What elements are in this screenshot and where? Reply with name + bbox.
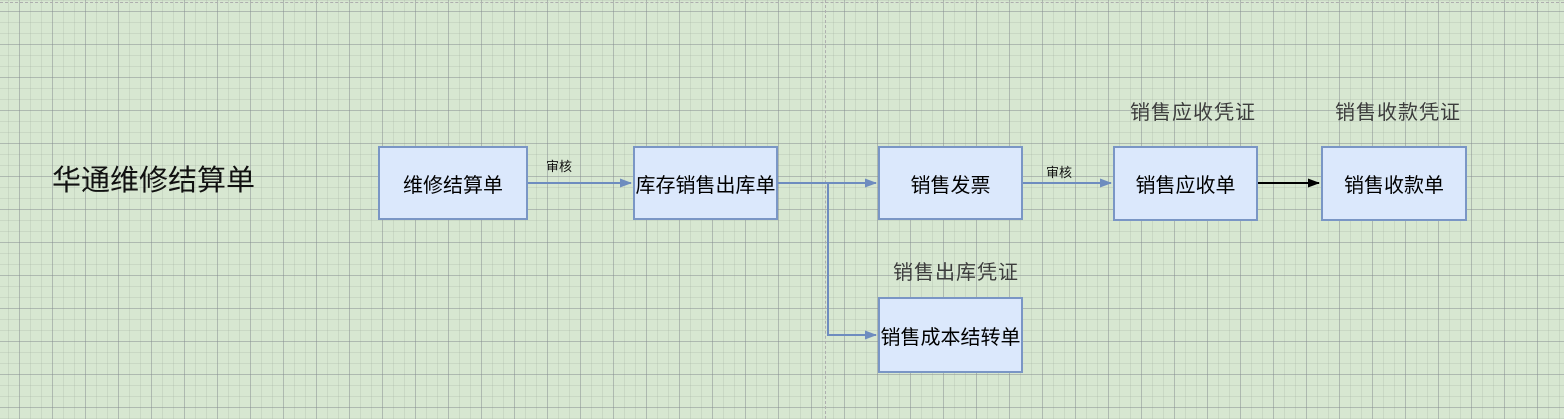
node-sales-receivable[interactable]: 销售应收单	[1113, 146, 1258, 221]
page-boundary-vertical	[825, 0, 826, 419]
node-sales-receipt[interactable]: 销售收款单	[1321, 146, 1467, 221]
caption-sales-receipt-voucher[interactable]: 销售收款凭证	[1335, 102, 1461, 124]
node-sales-cost-transfer[interactable]: 销售成本结转单	[878, 297, 1023, 373]
edge-label-audit-1[interactable]: 审核	[545, 159, 573, 174]
node-sales-invoice[interactable]: 销售发票	[878, 146, 1023, 220]
page-boundary-horizontal	[0, 2, 1564, 3]
diagram-title[interactable]: 华通维修结算单	[52, 165, 256, 197]
caption-sales-receivable-voucher[interactable]: 销售应收凭证	[1130, 102, 1256, 124]
edge-label-audit-2[interactable]: 审核	[1045, 165, 1073, 180]
edge-branch-to-cost-transfer[interactable]	[827, 183, 877, 340]
node-repair-settlement[interactable]: 维修结算单	[378, 146, 528, 220]
caption-sales-outbound-voucher[interactable]: 销售出库凭证	[893, 262, 1019, 284]
node-inventory-sales-outbound[interactable]: 库存销售出库单	[633, 146, 778, 220]
